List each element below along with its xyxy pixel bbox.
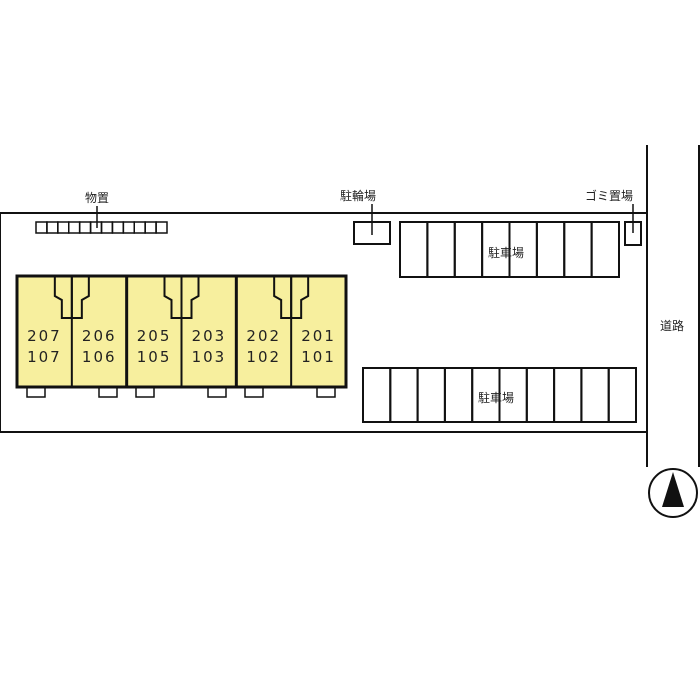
- bicycle-parking-label: 駐輪場: [340, 188, 376, 203]
- storage-cell: [78, 221, 92, 234]
- parking-stall: [525, 367, 556, 423]
- road-label: 道路: [660, 318, 684, 333]
- storage-cell: [46, 221, 59, 234]
- unit-upper-number: 203: [192, 327, 227, 345]
- storage-label: 物置: [85, 191, 109, 205]
- storage-cell: [68, 221, 81, 234]
- storage-cell: [111, 221, 125, 234]
- parking-stall: [590, 221, 620, 278]
- storage-cell: [35, 221, 48, 234]
- parking-stall: [453, 221, 484, 278]
- bicycle-parking: [353, 221, 391, 245]
- parking-stall: [563, 221, 593, 278]
- storage-sheds: [35, 221, 168, 234]
- unit-upper-number: 207: [27, 327, 62, 345]
- unit-upper-number: 201: [301, 327, 336, 345]
- outdoor-unit: [316, 386, 336, 398]
- parking-stall: [580, 367, 610, 423]
- parking-upper: [399, 221, 620, 278]
- unit-lower-number: 105: [137, 348, 172, 366]
- outdoor-unit: [98, 386, 118, 398]
- parking-stall: [607, 367, 638, 423]
- parking-stall: [535, 221, 566, 278]
- outdoor-unit: [135, 386, 155, 398]
- parking-stall: [443, 367, 474, 423]
- north-arrow-icon: [648, 468, 698, 518]
- storage-cell: [155, 221, 168, 234]
- apartment-building: 207 107 206 106 205 105 203 103 202 102 201 101: [15, 274, 348, 398]
- unit-upper-number: 205: [137, 327, 172, 345]
- parking-stall: [399, 221, 429, 278]
- unit-upper-number: 202: [246, 327, 281, 345]
- parking-stall: [553, 367, 583, 423]
- unit-upper-number: 206: [82, 327, 117, 345]
- parking-upper-label: 駐車場: [488, 245, 524, 260]
- parking-stall: [389, 367, 419, 423]
- parking-lower-label: 駐車場: [478, 390, 514, 405]
- unit-lower-number: 101: [301, 348, 336, 366]
- storage-cell: [89, 221, 103, 234]
- outdoor-unit: [244, 386, 264, 398]
- parking-stall: [362, 367, 392, 423]
- unit-lower-number: 103: [192, 348, 227, 366]
- parking-stall: [426, 221, 456, 278]
- garbage-area: [624, 221, 642, 246]
- parking-stall: [416, 367, 446, 423]
- outdoor-unit: [207, 386, 227, 398]
- unit-lower-number: 106: [82, 348, 117, 366]
- garbage-label: ゴミ置場: [585, 188, 633, 203]
- storage-cell: [100, 221, 114, 234]
- storage-cell: [133, 221, 146, 234]
- outdoor-unit: [26, 386, 46, 398]
- storage-cell: [144, 221, 157, 234]
- unit-lower-number: 102: [246, 348, 281, 366]
- parking-lower: [362, 367, 638, 423]
- unit-lower-number: 107: [27, 348, 62, 366]
- storage-cell: [122, 221, 136, 234]
- storage-cell: [57, 221, 70, 234]
